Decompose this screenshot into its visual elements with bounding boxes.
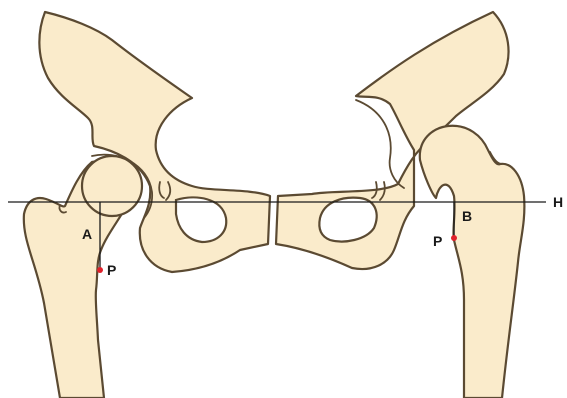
right-point-marker (451, 235, 457, 241)
left-hip (24, 12, 270, 398)
right-obturator-foramen (319, 198, 376, 242)
right-distance-label: B (462, 208, 472, 224)
right-femur (420, 126, 525, 398)
right-point-label: P (433, 233, 442, 249)
left-point-label: P (107, 262, 116, 278)
left-point-marker (97, 267, 103, 273)
left-femoral-head (82, 156, 142, 216)
left-distance-label: A (82, 226, 92, 242)
hilgenreiner-line-label: H (553, 194, 563, 210)
right-hip (276, 12, 524, 398)
